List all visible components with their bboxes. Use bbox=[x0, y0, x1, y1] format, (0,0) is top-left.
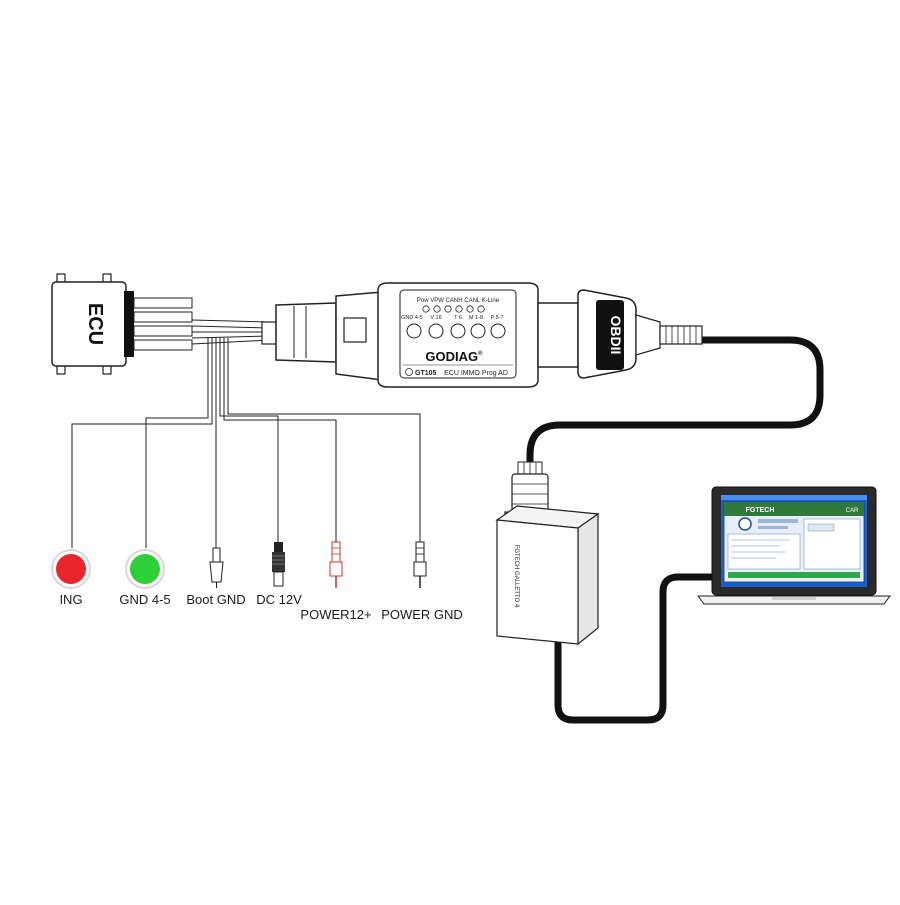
wire-gnd45 bbox=[145, 338, 209, 548]
terminal-label-power12: POWER12+ bbox=[300, 607, 372, 622]
breakout-wires bbox=[71, 338, 421, 548]
gt105-adapter: Pow VPW CANH CANL K-Line GND 4-5 V 16 T … bbox=[377, 282, 539, 388]
terminal-ing-dot bbox=[51, 549, 91, 589]
terminal-label-ing: ING bbox=[59, 592, 83, 607]
ecu-label: ECU bbox=[84, 303, 106, 345]
laptop: FGTECH CAR bbox=[697, 486, 891, 605]
gt-logo-icon bbox=[405, 368, 413, 376]
wire-power-gnd bbox=[227, 338, 421, 542]
wire-power12 bbox=[223, 338, 337, 542]
obdii-label: OBDII bbox=[608, 316, 624, 355]
ecu-module: ECU bbox=[51, 273, 193, 375]
adapter-pin-4: M 1-8 bbox=[469, 315, 483, 321]
laptop-screen-title: FGTECH bbox=[746, 507, 775, 514]
laptop-screen-tab: CAR bbox=[846, 508, 859, 514]
alligator-clip-icon bbox=[209, 547, 224, 588]
probe-red-icon bbox=[329, 541, 343, 588]
adapter-pin-1: GND 4-5 bbox=[401, 315, 423, 321]
terminal-label-dc12v: DC 12V bbox=[256, 592, 302, 607]
adapter-subtitle: ECU IMMO Prog AD bbox=[444, 370, 508, 377]
wire-dc12v bbox=[219, 338, 279, 542]
harness-wires bbox=[191, 319, 271, 345]
adapter-pin-header: Pow VPW CANH CANL K-Line bbox=[417, 298, 500, 304]
wire-ing bbox=[71, 338, 213, 548]
terminal-label-boot-gnd: Boot GND bbox=[186, 592, 246, 607]
adapter-pin-5: P 5-7 bbox=[490, 315, 503, 321]
adapter-pin-2: V 16 bbox=[430, 315, 441, 321]
obd-female-plug bbox=[261, 291, 383, 381]
dc-jack-icon bbox=[272, 542, 285, 587]
interface-box-label: FGTECH GALLETTO 4 bbox=[513, 545, 519, 608]
obdii-connector: OBDII bbox=[537, 289, 703, 379]
cable-interface-to-laptop bbox=[554, 573, 716, 724]
terminal-gnd45-dot bbox=[125, 549, 165, 589]
terminal-label-gnd45: GND 4-5 bbox=[119, 592, 171, 607]
vw-logo-icon bbox=[738, 517, 752, 531]
interface-box: FGTECH GALLETTO 4 bbox=[495, 505, 600, 646]
adapter-brand: GODIAG® bbox=[425, 349, 483, 364]
cable-obd-to-interface bbox=[526, 336, 824, 482]
probe-black-icon bbox=[413, 541, 427, 588]
adapter-model: GT105 bbox=[415, 370, 437, 377]
adapter-pin-3: T 6 bbox=[454, 315, 462, 321]
terminal-label-power-gnd: POWER GND bbox=[381, 607, 463, 622]
